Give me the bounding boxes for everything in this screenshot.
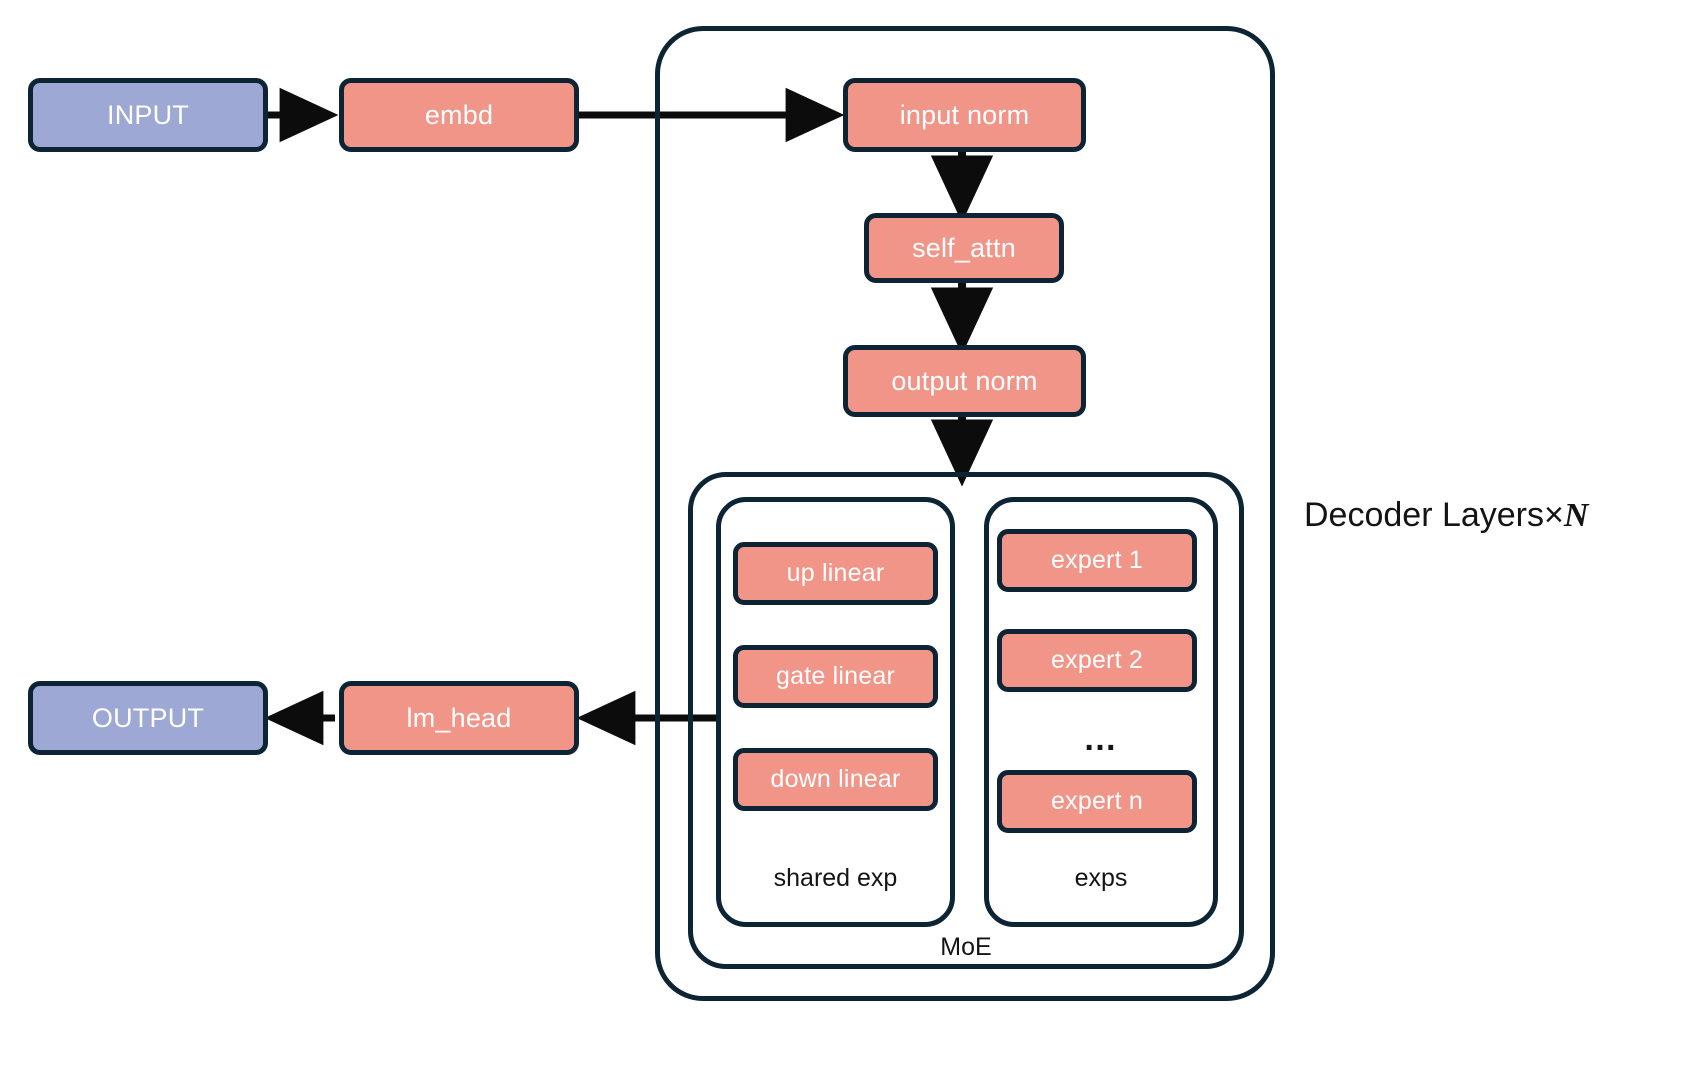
input-norm-node[interactable]: input norm	[843, 78, 1086, 152]
input-node-label: INPUT	[107, 99, 189, 130]
gate-linear-node[interactable]: gate linear	[733, 645, 938, 708]
down-linear-node[interactable]: down linear	[733, 748, 938, 811]
embd-node[interactable]: embd	[339, 78, 579, 152]
output-norm-node[interactable]: output norm	[843, 345, 1086, 417]
experts-container	[984, 497, 1218, 927]
down-linear-label: down linear	[770, 765, 901, 793]
output-node[interactable]: OUTPUT	[28, 681, 268, 755]
experts-label: exps	[1074, 864, 1128, 892]
experts-ellipsis: …	[1083, 720, 1119, 758]
expert-2-node[interactable]: expert 2	[997, 629, 1197, 692]
shared-expert-container	[716, 497, 955, 927]
decoder-layers-container	[655, 26, 1275, 1001]
output-node-label: OUTPUT	[91, 702, 205, 733]
moe-label: MoE	[940, 933, 992, 961]
expert-1-label: expert 1	[1051, 546, 1143, 574]
output-norm-label: output norm	[891, 365, 1038, 396]
decoder-layers-annotation-text: Decoder Layers×	[1304, 496, 1564, 534]
expert-1-node[interactable]: expert 1	[997, 529, 1197, 592]
moe-container	[688, 472, 1244, 969]
self-attn-node[interactable]: self_attn	[864, 213, 1064, 283]
embd-node-label: embd	[424, 99, 494, 130]
lm-head-node[interactable]: lm_head	[339, 681, 579, 755]
lm-head-node-label: lm_head	[406, 702, 512, 733]
shared-expert-label: shared exp	[773, 864, 898, 892]
expert-n-label: expert n	[1051, 787, 1143, 815]
up-linear-node[interactable]: up linear	[733, 542, 938, 605]
expert-n-node[interactable]: expert n	[997, 770, 1197, 833]
up-linear-label: up linear	[786, 559, 885, 587]
decoder-layers-count-var: N	[1563, 497, 1589, 534]
input-norm-label: input norm	[899, 99, 1030, 130]
input-node[interactable]: INPUT	[28, 78, 268, 152]
expert-2-label: expert 2	[1051, 646, 1143, 674]
gate-linear-label: gate linear	[776, 662, 895, 690]
self-attn-label: self_attn	[912, 232, 1016, 263]
decoder-layers-annotation: Decoder Layers×N	[1304, 498, 1588, 533]
